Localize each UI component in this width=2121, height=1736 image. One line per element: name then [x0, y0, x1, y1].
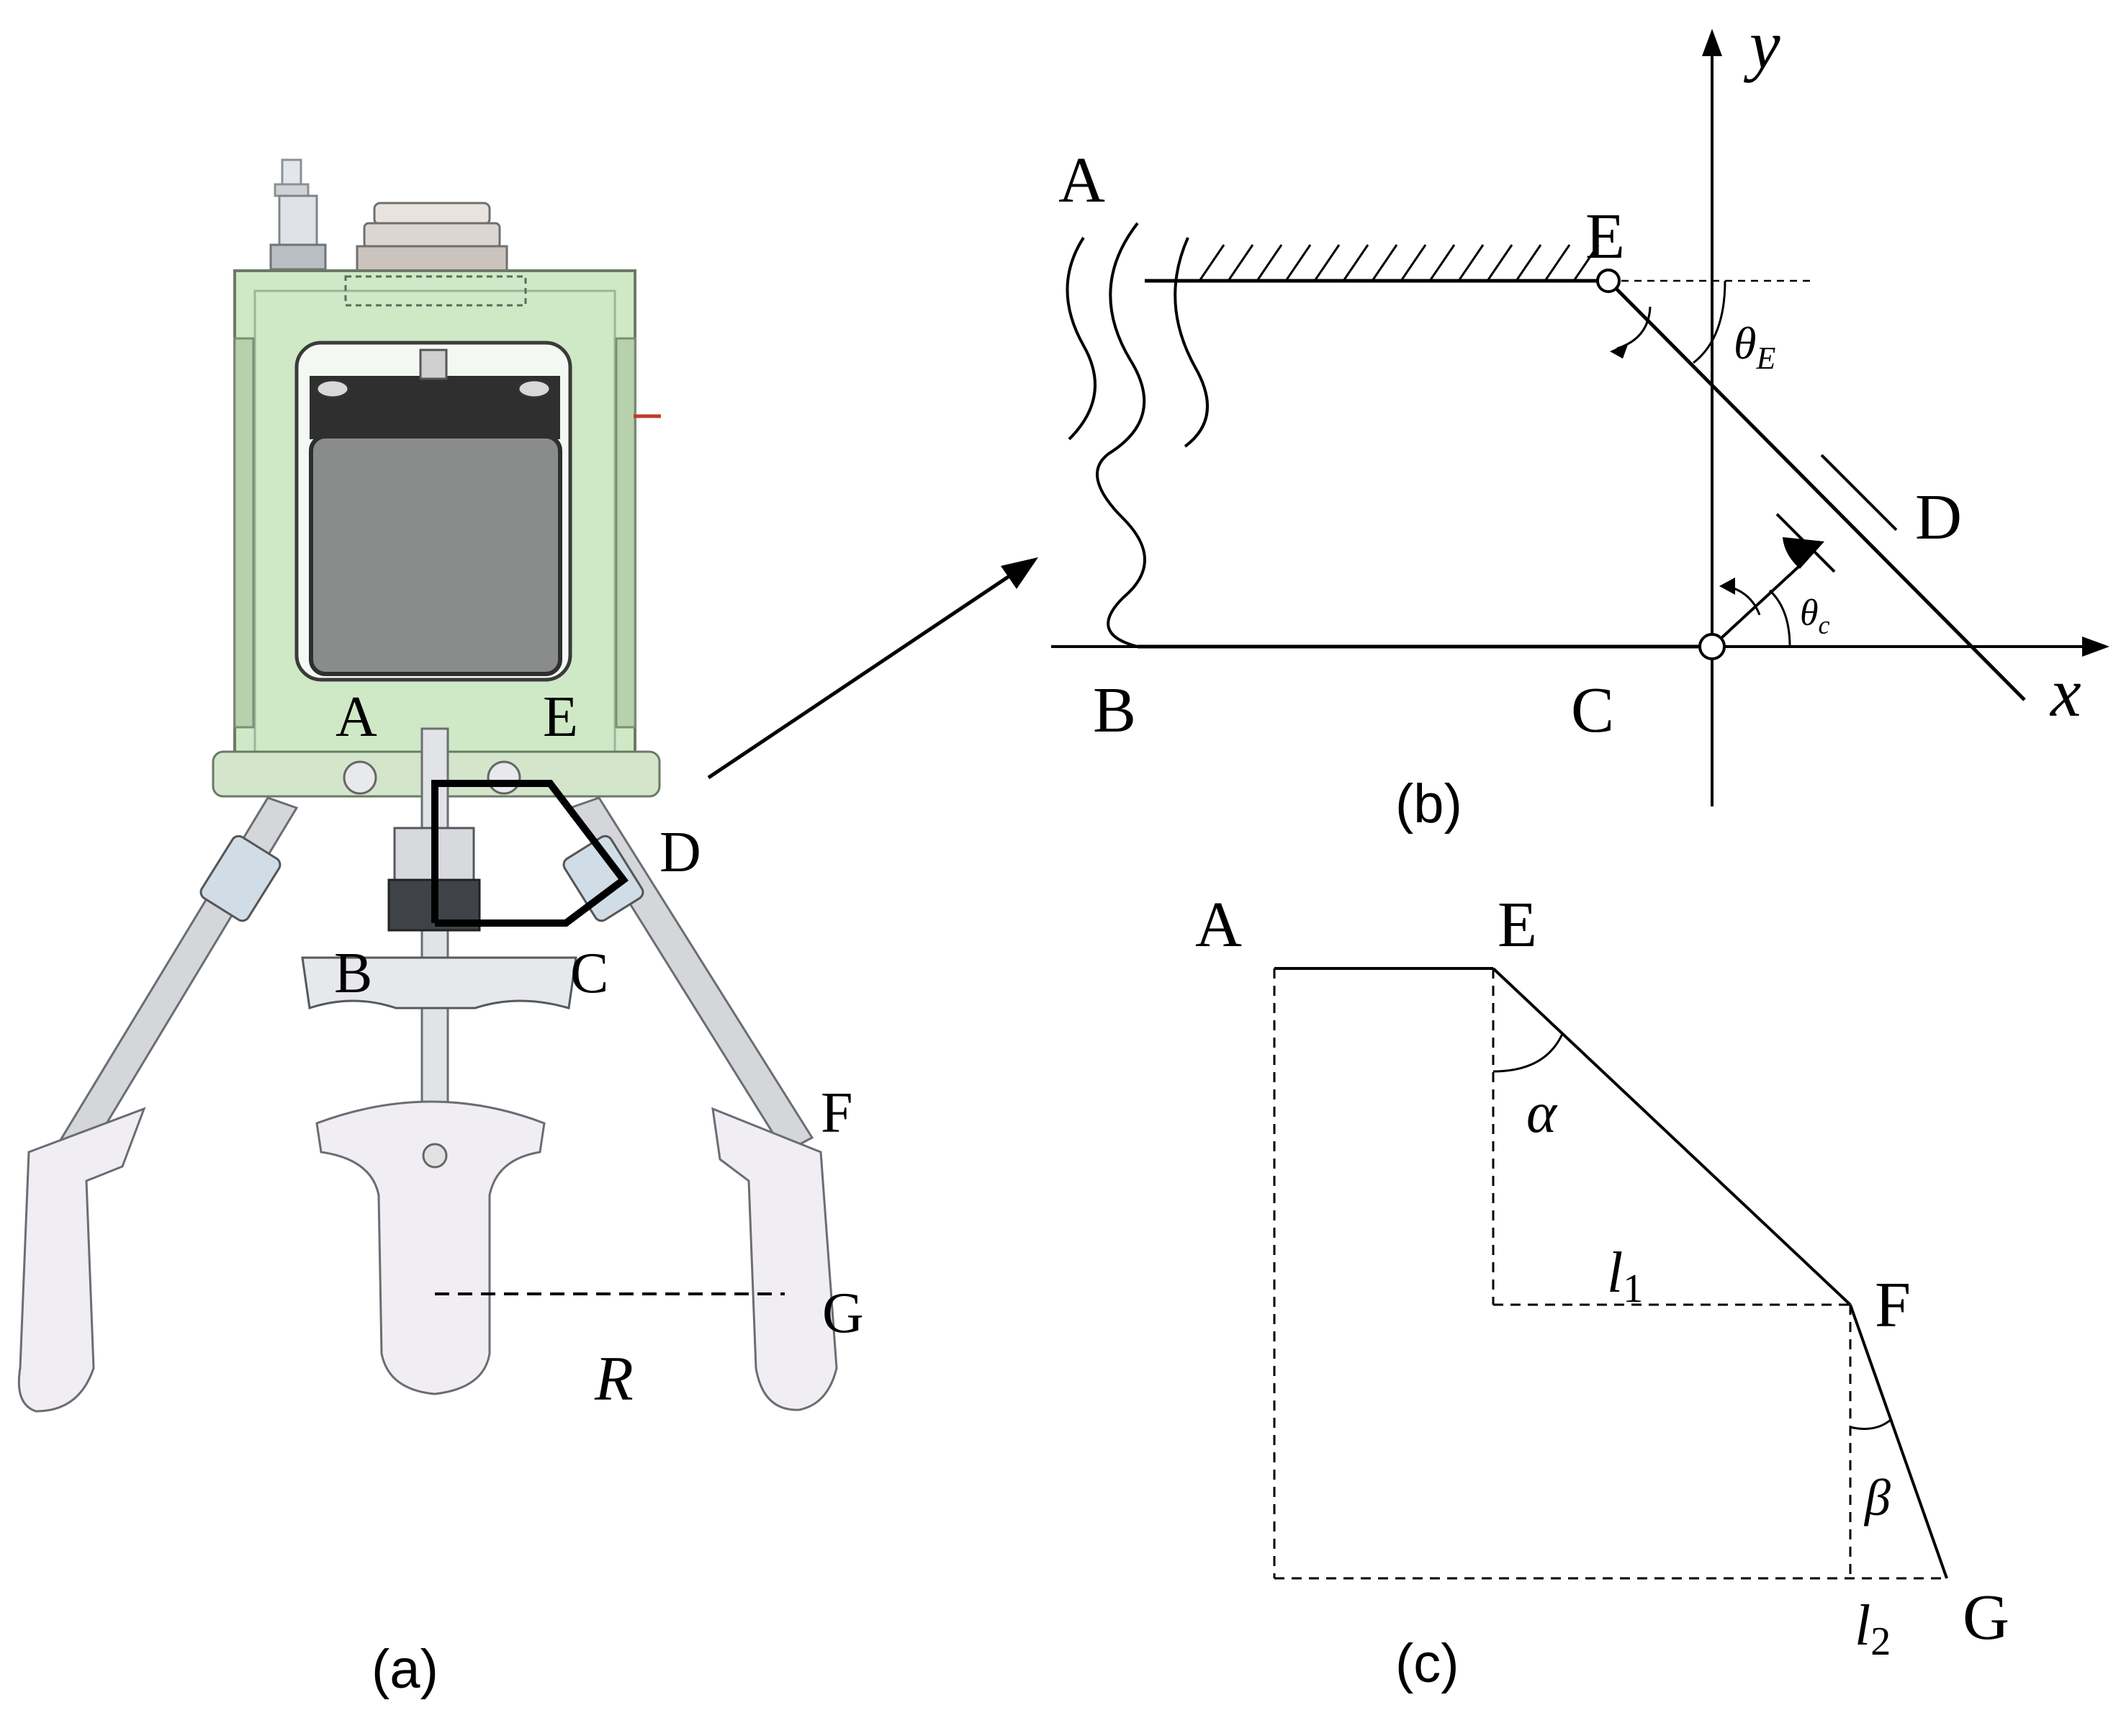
angle-arc-beta [1850, 1418, 1891, 1430]
segment-EF [1492, 967, 1852, 1306]
right-side-rail [615, 337, 636, 729]
caption-b: (b) [1395, 773, 1462, 835]
left-side-rail [233, 337, 255, 729]
angle-arc-thetac [1768, 589, 1791, 647]
arrow-a-to-b [707, 557, 1038, 780]
label-alpha: α [1526, 1081, 1558, 1145]
angle-arc-alpha [1492, 1033, 1564, 1073]
joint-E [1596, 269, 1621, 293]
slider-mark-upper [1820, 454, 1898, 531]
label-thetac: θc [1800, 593, 1830, 639]
motor-screw-right [517, 379, 551, 399]
right-finger [562, 796, 838, 1411]
label-c-E: E [1498, 889, 1537, 961]
linkage-overlay [431, 780, 629, 927]
label-c-F: F [1875, 1269, 1911, 1341]
label-a-G: G [822, 1282, 864, 1345]
top-bolt [269, 158, 327, 271]
angle-arc-thetaE [1693, 280, 1726, 364]
label-b-A: A [1058, 145, 1105, 216]
rotation-arrowhead-E [1610, 343, 1629, 359]
label-a-A: A [336, 685, 377, 749]
panel-b: y x [1051, 6, 2109, 835]
motor-screw-left [315, 379, 350, 399]
middle-finger [315, 1100, 546, 1395]
motor-shaft [419, 348, 448, 380]
label-a-R: R [594, 1344, 634, 1414]
label-thetaE: θE [1734, 318, 1775, 376]
label-b-B: B [1093, 675, 1136, 746]
panel-c: A E F G α β l1 l2 (c) [1195, 889, 2009, 1694]
label-a-F: F [821, 1081, 853, 1145]
middle-finger-pin [422, 1143, 448, 1169]
caption-c: (c) [1395, 1633, 1459, 1694]
label-a-C: C [570, 942, 608, 1005]
break-marks [1066, 222, 1210, 648]
label-b-E: E [1585, 201, 1625, 272]
y-axis-arrowhead [1702, 29, 1722, 56]
label-beta: β [1863, 1469, 1891, 1526]
label-c-A: A [1195, 889, 1242, 961]
label-l1: l1 [1607, 1241, 1643, 1311]
label-a-E: E [543, 685, 578, 749]
joint-C [1698, 633, 1726, 660]
screw-A [343, 760, 377, 795]
segment-FG [1849, 1304, 1948, 1579]
frame-top-dashed [344, 275, 527, 307]
right-angle-marker [1783, 537, 1824, 569]
motor-body [309, 434, 562, 676]
label-c-G: G [1963, 1582, 2009, 1653]
label-b-C: C [1571, 675, 1614, 746]
label-a-B: B [334, 942, 372, 1005]
link-CD [1711, 559, 1807, 648]
ground-hatching [1198, 244, 1600, 282]
screw-E [487, 760, 521, 795]
rotation-arrowhead-C [1719, 577, 1735, 595]
construction-dashes [1273, 968, 1947, 1580]
caption-a: (a) [371, 1639, 438, 1700]
y-axis-label: y [1743, 6, 1780, 83]
label-l2: l2 [1855, 1594, 1891, 1664]
label-b-D: D [1915, 482, 1962, 553]
top-pulley [356, 202, 508, 276]
rotation-arrow-E [1616, 306, 1652, 350]
left-finger [17, 796, 299, 1413]
x-axis-arrowhead [2082, 637, 2109, 657]
crossbar [301, 956, 577, 1009]
link-ED [1607, 279, 2026, 701]
panel-a: A E D B C F G R (a) [17, 158, 864, 1700]
label-a-D: D [659, 821, 701, 884]
x-axis-label: x [2049, 654, 2081, 731]
